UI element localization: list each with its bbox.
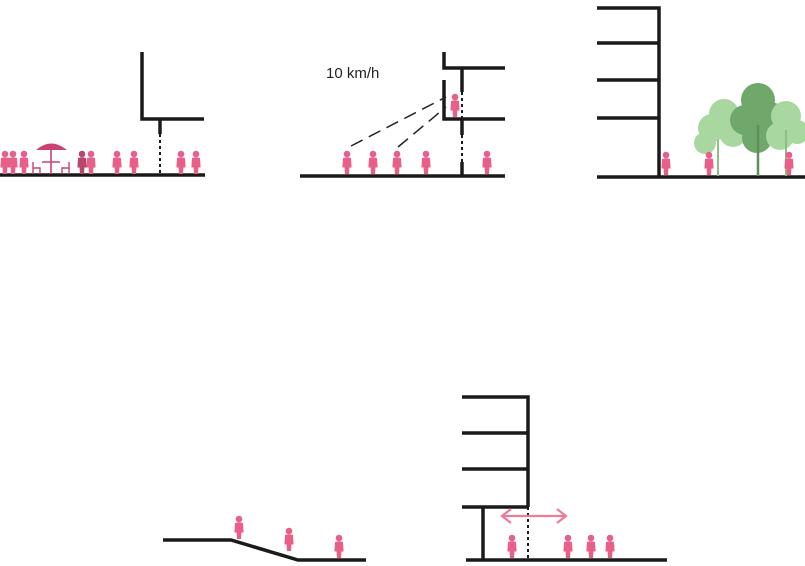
building-facade [140, 52, 204, 134]
people-group [0, 150, 201, 174]
person-icon [482, 150, 492, 174]
people-group [661, 151, 794, 175]
person-icon [342, 150, 352, 174]
cafe-umbrella-icon [32, 143, 70, 174]
person-icon [129, 150, 139, 174]
arcade-section [462, 395, 667, 562]
person-icon [661, 151, 671, 175]
ground-slope [163, 538, 366, 562]
person-icon [77, 150, 87, 174]
person-icon [563, 534, 573, 558]
person-icon [704, 151, 714, 175]
person-icon [8, 150, 18, 174]
person-icon [605, 534, 615, 558]
person-icon [450, 93, 460, 117]
person-icon [0, 150, 10, 174]
person-icon [234, 515, 244, 539]
sightline [350, 96, 447, 148]
building-facade [442, 52, 505, 176]
building-facade [597, 6, 661, 177]
person-icon [176, 150, 186, 174]
cafe-terrace-section [0, 52, 205, 177]
person-icon [507, 534, 517, 558]
tree-icon [694, 99, 747, 176]
slope-section [163, 515, 366, 562]
person-icon [368, 150, 378, 174]
person-icon [191, 150, 201, 174]
person-icon [19, 150, 29, 174]
people-group [507, 534, 615, 558]
people-group [342, 93, 492, 174]
person-icon [86, 150, 96, 174]
person-icon [392, 150, 402, 174]
tree-icon [730, 83, 786, 176]
tree-icon [766, 101, 805, 176]
double-arrow-icon [500, 508, 568, 524]
speed-label: 10 km/h [326, 65, 379, 82]
person-icon [334, 534, 344, 558]
person-icon [586, 534, 596, 558]
trees-section [597, 6, 805, 179]
speed-view-section: 10 km/h [300, 52, 505, 178]
person-icon [112, 150, 122, 174]
person-icon [421, 150, 431, 174]
building-facade [462, 395, 530, 560]
person-icon [284, 527, 294, 551]
people-group [234, 515, 344, 558]
